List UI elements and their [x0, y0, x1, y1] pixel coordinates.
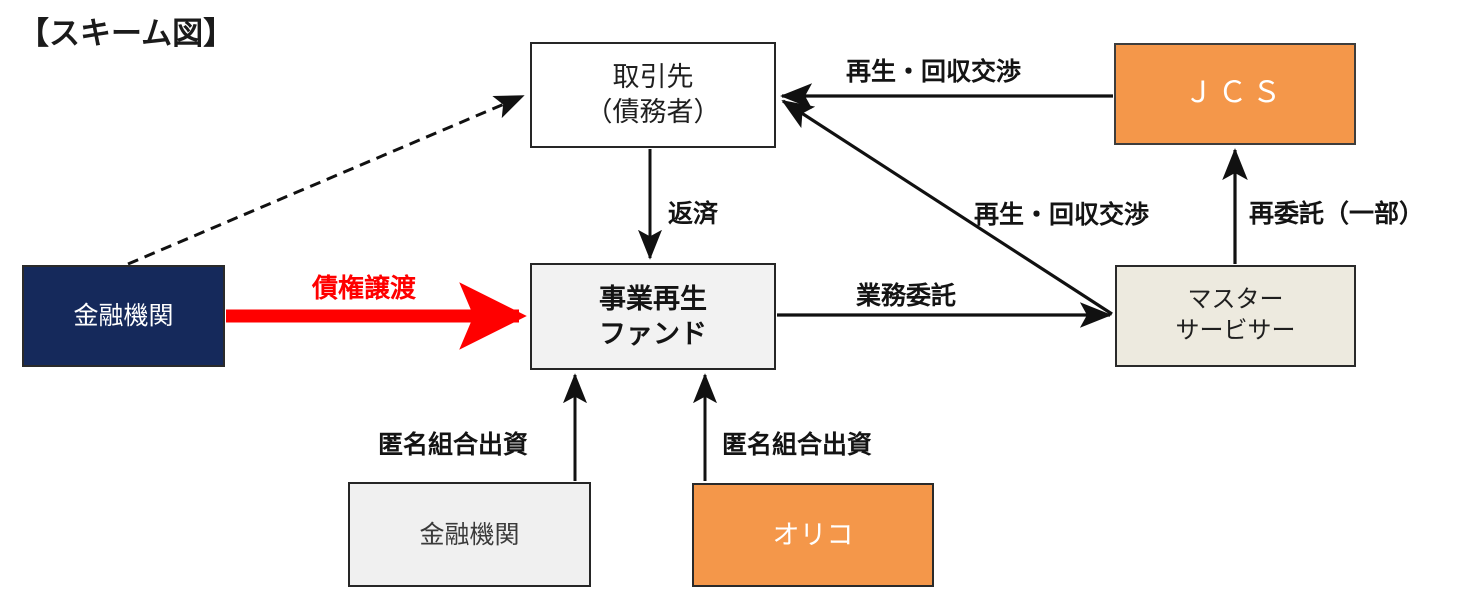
node-customer[interactable]: 取引先 （債務者）	[530, 42, 776, 148]
edge-label-saiken-joto: 債権譲渡	[312, 273, 417, 303]
node-master-servicer[interactable]: マスター サービサー	[1115, 265, 1356, 367]
edge-label-hensai: 返済	[668, 200, 719, 228]
edge-label-tokumei-kumiai-1: 匿名組合出資	[378, 431, 529, 459]
node-jcs-label: ＪＣＳ	[1183, 77, 1286, 110]
edge-label-saiitaku-ichibu: 再委託（一部）	[1249, 200, 1425, 228]
node-fund-line1: 事業再生	[599, 283, 707, 314]
node-bank-originator-label: 金融機関	[73, 302, 174, 330]
node-bank-investor[interactable]: 金融機関	[348, 482, 591, 587]
page-title: 【スキーム図】	[18, 16, 235, 51]
edge-label-gyomu-itaku: 業務委託	[856, 282, 957, 310]
node-master-servicer-line2: サービサー	[1175, 317, 1296, 344]
node-customer-line1: 取引先	[612, 62, 694, 93]
node-customer-line2: （債務者）	[585, 97, 721, 127]
node-fund-line2: ファンド	[599, 318, 707, 349]
node-orico-label: オリコ	[772, 519, 854, 550]
node-master-servicer-line1: マスター	[1187, 286, 1284, 314]
node-orico[interactable]: オリコ	[692, 483, 934, 587]
edge-label-saisei-kaishu-mid: 再生・回収交渉	[974, 201, 1150, 229]
node-revitalization-fund[interactable]: 事業再生 ファンド	[530, 263, 776, 370]
edge-label-saisei-kaishu-top: 再生・回収交渉	[846, 58, 1022, 86]
node-jcs[interactable]: ＪＣＳ	[1114, 43, 1356, 145]
node-bank-investor-label: 金融機関	[419, 520, 520, 549]
node-bank-originator[interactable]: 金融機関	[22, 265, 225, 367]
edge-bank-to-customer-dashed	[127, 94, 525, 266]
edge-label-tokumei-kumiai-2: 匿名組合出資	[722, 431, 873, 459]
